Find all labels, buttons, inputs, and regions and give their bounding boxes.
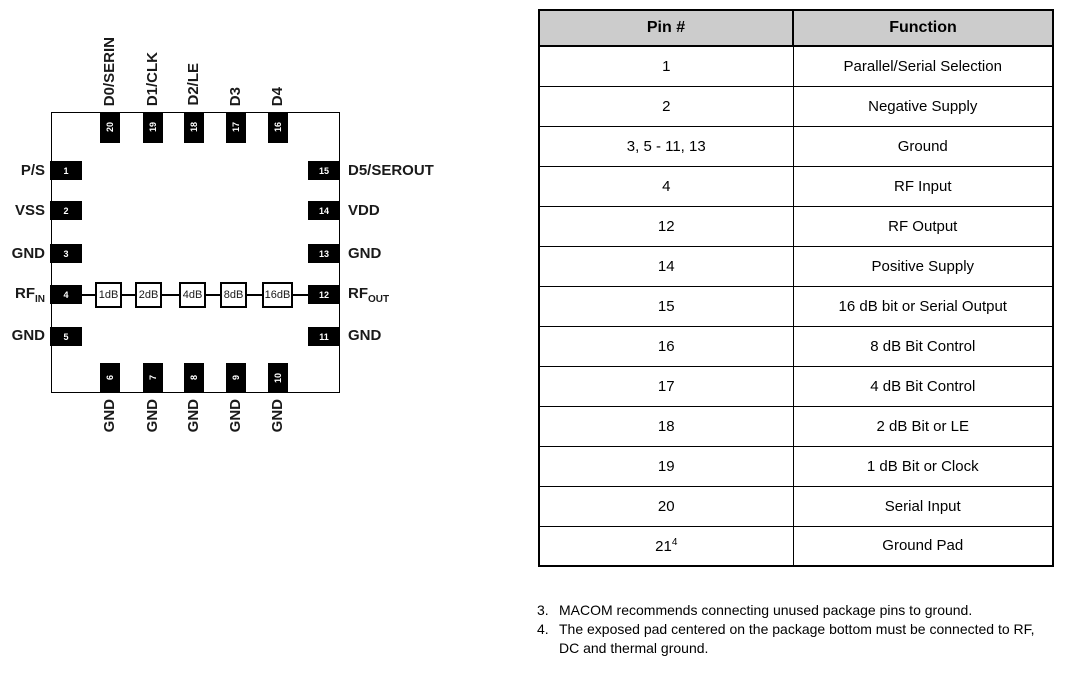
attenuator-block-2db: 2dB xyxy=(135,282,162,308)
pin-6: 6 xyxy=(100,363,120,393)
footnote-number: 3. xyxy=(537,602,549,618)
function-header: Function xyxy=(792,9,1054,47)
pin-configuration-diagram: D0/SERIN D1/CLK D2/LE D3 D4 20 19 18 17 … xyxy=(0,0,520,460)
pin-14: 14 xyxy=(308,201,340,220)
pin-9: 9 xyxy=(226,363,246,393)
pin-6-function-label: GND xyxy=(101,399,118,433)
pin-16-function-label: D4 xyxy=(269,86,286,106)
pin-4: 4 xyxy=(50,285,82,304)
pin-13-function-label: GND xyxy=(348,245,382,262)
pin-20: 20 xyxy=(100,112,120,143)
footnote-number: 4. xyxy=(537,621,549,637)
footnote-text: The exposed pad centered on the package … xyxy=(559,621,1035,656)
function-cell: 16 dB bit or Serial Output xyxy=(792,285,1054,327)
pin-5-function-label: GND xyxy=(11,327,45,344)
attenuator-block-16db: 16dB xyxy=(262,282,293,308)
pin-14-function-label: VDD xyxy=(348,202,380,219)
pin-2-function-label: VSS xyxy=(14,202,45,219)
pin-10-function-label: GND xyxy=(269,399,286,433)
function-cell: Ground Pad xyxy=(792,525,1054,567)
footnote-text: MACOM recommends connecting unused packa… xyxy=(559,602,973,618)
pin-cell: 17 xyxy=(538,365,794,407)
function-cell: Serial Input xyxy=(792,485,1054,527)
pin-19-function-label: D1/CLK xyxy=(144,51,161,106)
pin-11-function-label: GND xyxy=(348,327,382,344)
pin-7: 7 xyxy=(143,363,163,393)
attenuator-block-8db: 8dB xyxy=(220,282,247,308)
pin-15: 15 xyxy=(308,161,340,180)
function-cell: 8 dB Bit Control xyxy=(792,325,1054,367)
pin-cell: 214 xyxy=(538,525,794,567)
pin-18-function-label: D2/LE xyxy=(185,63,202,106)
pin-8: 8 xyxy=(184,363,204,393)
pin-18: 18 xyxy=(184,112,204,143)
pin-15-function-label: D5/SEROUT xyxy=(348,162,434,179)
pin-cell: 2 xyxy=(538,85,794,127)
pin-10: 10 xyxy=(268,363,288,393)
pin-9-function-label: GND xyxy=(227,399,244,433)
pin-cell: 16 xyxy=(538,325,794,367)
pin-cell: 15 xyxy=(538,285,794,327)
pin-13: 13 xyxy=(308,244,340,263)
function-cell: Negative Supply xyxy=(792,85,1054,127)
chip-package-outline xyxy=(51,112,340,393)
pin-11: 11 xyxy=(308,327,340,346)
function-cell: Positive Supply xyxy=(792,245,1054,287)
pin-cell: 18 xyxy=(538,405,794,447)
function-cell: Parallel/Serial Selection xyxy=(792,45,1054,87)
footnotes: 3. MACOM recommends connecting unused pa… xyxy=(537,601,1035,658)
footnote-4: 4. The exposed pad centered on the packa… xyxy=(537,620,1035,658)
pin-20-function-label: D0/SERIN xyxy=(101,36,118,106)
pin-4-function-label: RFIN xyxy=(15,285,45,305)
pin-cell: 1 xyxy=(538,45,794,87)
pin-cell: 4 xyxy=(538,165,794,207)
pin-cell: 14 xyxy=(538,245,794,287)
table-header-row: Pin # Function xyxy=(538,9,1054,47)
pin-5: 5 xyxy=(50,327,82,346)
attenuator-block-1db: 1dB xyxy=(95,282,122,308)
pin-cell: 20 xyxy=(538,485,794,527)
pin-cell: 12 xyxy=(538,205,794,247)
pin-3-function-label: GND xyxy=(11,245,45,262)
function-cell: 4 dB Bit Control xyxy=(792,365,1054,407)
pin-3: 3 xyxy=(50,244,82,263)
pin-7-function-label: GND xyxy=(144,399,161,433)
pin-cell: 19 xyxy=(538,445,794,487)
function-cell: RF Input xyxy=(792,165,1054,207)
pin-12: 12 xyxy=(308,285,340,304)
pin-1-function-label: P/S xyxy=(20,162,45,179)
pin-17: 17 xyxy=(226,112,246,143)
pin-19: 19 xyxy=(143,112,163,143)
pin-2: 2 xyxy=(50,201,82,220)
pin-12-function-label: RFOUT xyxy=(348,285,390,305)
function-cell: RF Output xyxy=(792,205,1054,247)
pin-number-header: Pin # xyxy=(538,9,794,47)
attenuator-block-4db: 4dB xyxy=(179,282,206,308)
function-cell: Ground xyxy=(792,125,1054,167)
pin-8-function-label: GND xyxy=(185,399,202,433)
function-cell: 2 dB Bit or LE xyxy=(792,405,1054,447)
footnote-3: 3. MACOM recommends connecting unused pa… xyxy=(537,601,1035,620)
pin-16: 16 xyxy=(268,112,288,143)
pin-17-function-label: D3 xyxy=(227,86,244,106)
pin-1: 1 xyxy=(50,161,82,180)
function-cell: 1 dB Bit or Clock xyxy=(792,445,1054,487)
pin-cell: 3, 5 - 11, 13 xyxy=(538,125,794,167)
